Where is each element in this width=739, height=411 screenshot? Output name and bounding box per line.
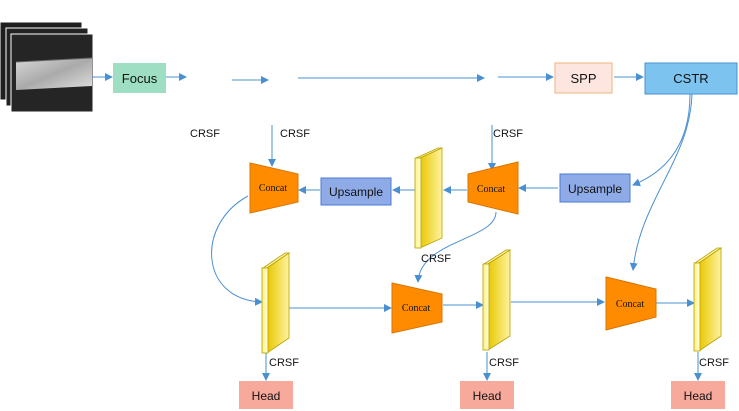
head-left-block: Head [239, 381, 293, 409]
crsf-label: CRSF [190, 128, 220, 140]
upsample-right-block: Upsample [559, 173, 631, 203]
upsample-right-label: Upsample [568, 182, 622, 196]
input-image-stack [0, 21, 94, 113]
head-right-block: Head [671, 381, 725, 409]
crsf-label: CRSF [493, 128, 523, 140]
feature-map-bottom-right [693, 247, 723, 352]
crsf-label: CRSF [421, 253, 451, 265]
spp-label: SPP [570, 71, 596, 86]
head-right-label: Head [684, 389, 713, 403]
concat-top-left: Concat [249, 162, 299, 214]
cstr-label: CSTR [673, 71, 708, 86]
concat-bottom-right-label: Concat [616, 299, 645, 310]
concat-top-right-label: Concat [477, 184, 506, 195]
crsf-label: CRSF [269, 357, 299, 369]
concat-top-left-label: Concat [259, 183, 288, 194]
crsf-label: CRSF [489, 357, 519, 369]
crsf-label: CRSF [280, 128, 310, 140]
head-mid-label: Head [473, 389, 502, 403]
concat-bottom-mid: Concat [391, 282, 443, 334]
feature-map-top [414, 147, 443, 249]
feature-map-bottom-left [261, 252, 291, 354]
head-left-label: Head [252, 389, 281, 403]
concat-bottom-mid-label: Concat [402, 303, 431, 314]
feature-map-bottom-mid [482, 249, 512, 351]
head-mid-block: Head [460, 381, 514, 409]
concat-bottom-right: Concat [605, 276, 657, 331]
focus-block: Focus [113, 63, 166, 93]
connections [92, 73, 702, 381]
focus-label: Focus [122, 71, 158, 86]
spp-block: SPP [554, 62, 613, 94]
cstr-block: CSTR [644, 62, 738, 95]
concat-top-right: Concat [467, 161, 519, 215]
upsample-left-label: Upsample [329, 185, 383, 199]
crsf-label: CRSF [699, 357, 729, 369]
upsample-left-block: Upsample [320, 177, 392, 206]
crsf-labels: CRSF CRSF CRSF CRSF CRSF CRSF CRSF [190, 128, 729, 369]
